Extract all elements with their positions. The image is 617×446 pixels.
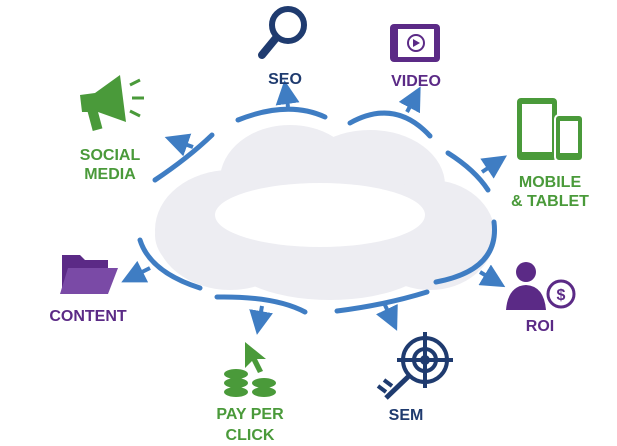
megaphone-icon xyxy=(80,75,144,131)
cloud-outline xyxy=(137,106,498,315)
label-ppc-line1: PAY PER xyxy=(216,406,284,423)
label-content: CONTENT xyxy=(49,308,127,325)
arrow-social xyxy=(164,133,194,157)
label-sem: SEM xyxy=(389,407,424,424)
label-ppc-line2: CLICK xyxy=(226,427,275,444)
cloud-highlight xyxy=(215,183,425,247)
mobile-tablet-icon xyxy=(517,98,584,162)
video-tablet-icon xyxy=(390,24,440,62)
arrow-seo xyxy=(275,80,300,108)
label-social-line2: MEDIA xyxy=(84,166,136,183)
coins-cursor-icon xyxy=(224,342,276,397)
arrow-content xyxy=(121,260,151,283)
magnifier-icon xyxy=(258,6,307,59)
arrow-ppc xyxy=(249,305,273,335)
folder-icon xyxy=(60,255,118,294)
label-seo: SEO xyxy=(268,71,302,88)
label-roi: ROI xyxy=(526,318,554,335)
arrow-video xyxy=(398,86,421,114)
arrow-mobile xyxy=(480,155,507,179)
arrow-roi xyxy=(478,264,506,288)
label-mobile-line1: MOBILE xyxy=(519,174,582,191)
svg-text:$: $ xyxy=(557,287,566,304)
arrow-sem xyxy=(376,302,398,331)
label-social-line1: SOCIAL xyxy=(80,147,141,164)
target-key-icon xyxy=(376,332,453,400)
label-mobile-line2: & TABLET xyxy=(511,193,589,210)
label-video: VIDEO xyxy=(391,73,441,90)
connector-arrows xyxy=(121,80,507,335)
businessman-dollar-icon: $ xyxy=(506,262,576,310)
